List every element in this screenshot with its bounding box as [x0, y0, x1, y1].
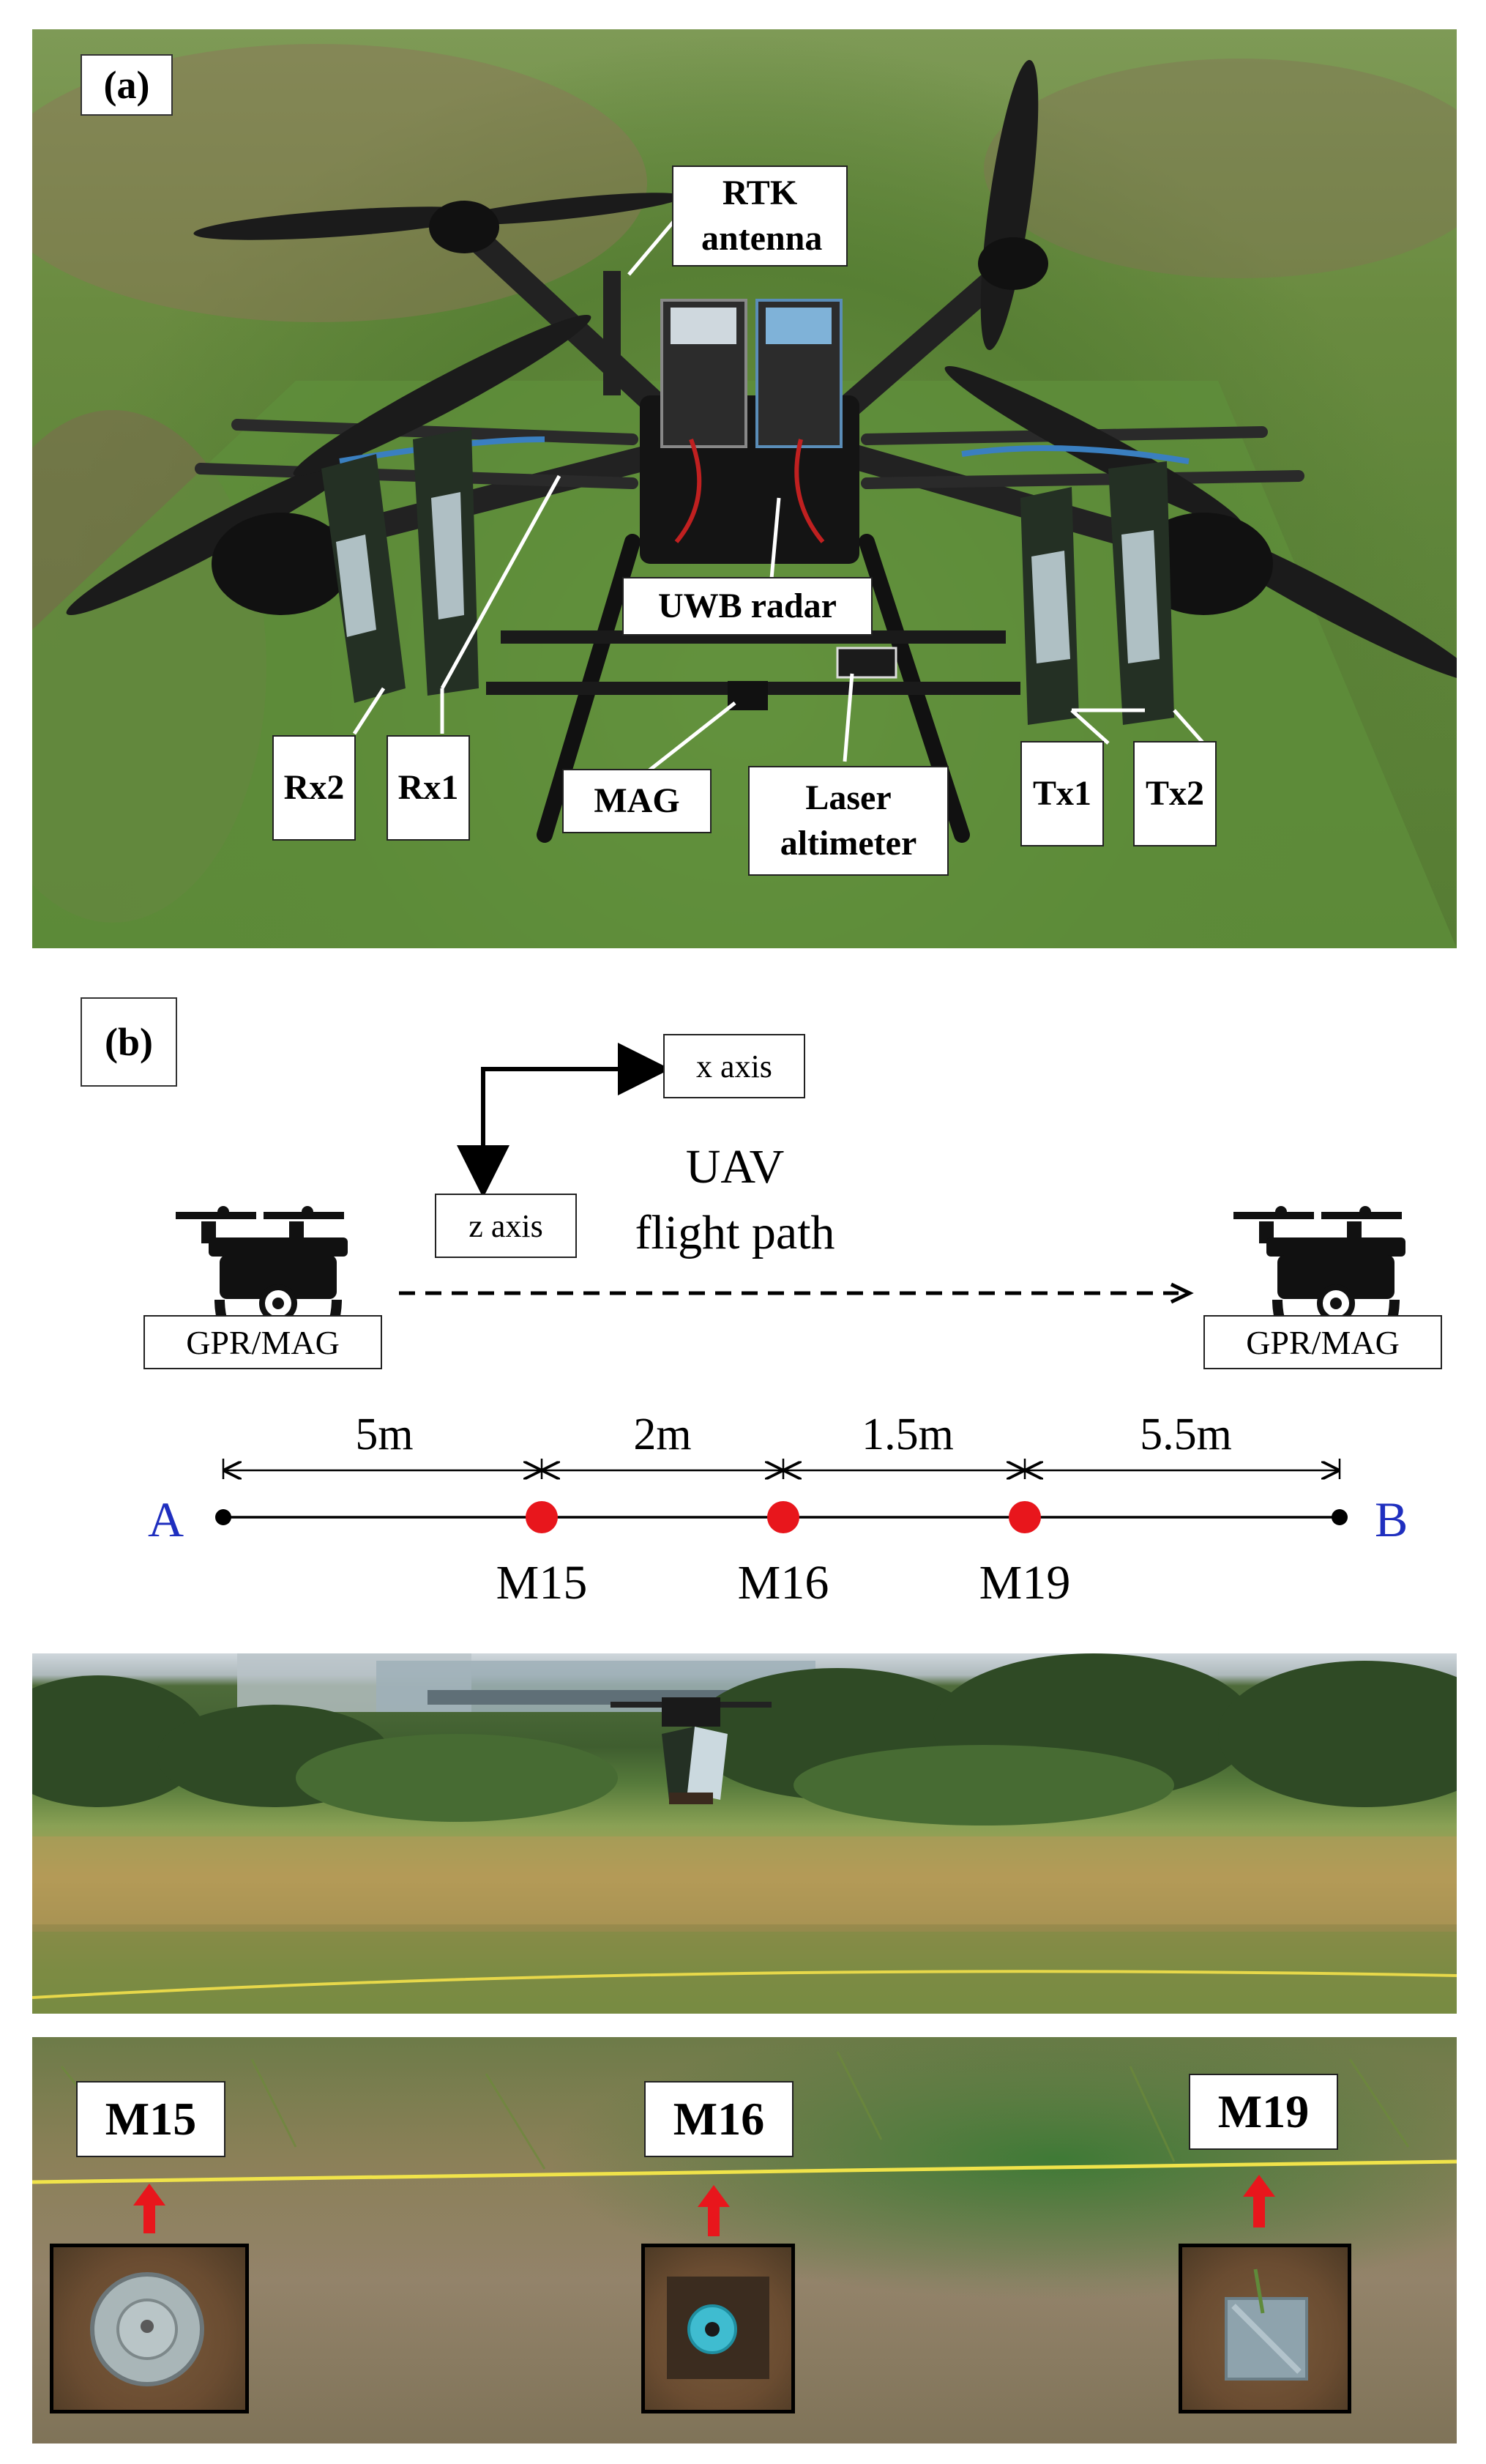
panel-tag-b: (b) [81, 997, 177, 1087]
label-rx2: Rx2 [272, 735, 356, 841]
inset-m19-landmine [1225, 2268, 1308, 2381]
ground-photo: M15 M16 M19 [32, 2037, 1457, 2443]
motors [212, 201, 1273, 615]
red-wires [674, 438, 825, 543]
marker-dot-m19 [1009, 1501, 1041, 1533]
endpoint-a-label: A [148, 1492, 184, 1547]
panel-tag-a: (a) [81, 54, 173, 116]
radar-label-right [766, 308, 832, 344]
flight-path-arrowhead [1170, 1282, 1194, 1304]
label-rtk-antenna-text: RTK antenna [701, 174, 823, 258]
distance-label-2: 2m [633, 1410, 692, 1459]
label-uwb-radar: UWB radar [622, 577, 873, 636]
label-tx2: Tx2 [1133, 741, 1217, 846]
field-photo [32, 1653, 1457, 2014]
label-mag: MAG [562, 769, 712, 833]
laser-altimeter-unit [836, 647, 897, 679]
dimension-lines [222, 1459, 1341, 1479]
marker-label-m19: M19 [979, 1556, 1071, 1609]
radar-label-left [671, 308, 736, 344]
z-axis-label: z axis [435, 1194, 577, 1258]
marker-label-m15: M15 [496, 1556, 588, 1609]
inset-m19 [1179, 2244, 1351, 2413]
ground-label-m15: M15 [76, 2081, 225, 2157]
label-rx1: Rx1 [387, 735, 470, 841]
label-laser-altimeter: Laser altimeter [748, 766, 949, 876]
inset-m16 [641, 2244, 795, 2413]
coordinate-axes [457, 1043, 671, 1198]
ground-label-m19: M19 [1189, 2074, 1338, 2150]
flight-path-title-line2: flight path [635, 1206, 835, 1259]
distance-label-3: 1.5m [862, 1410, 954, 1459]
marker-dot-m15 [526, 1501, 558, 1533]
inset-m15-landmine [90, 2272, 204, 2386]
schematic-graphics [176, 1043, 1405, 1533]
rtk-antenna-mast [603, 271, 621, 395]
endpoint-a-dot [215, 1509, 231, 1525]
drone-right-label: GPR/MAG [1203, 1315, 1442, 1369]
drone-left-label: GPR/MAG [143, 1315, 382, 1369]
survey-tape [32, 2159, 1457, 2184]
antenna-patterns [336, 492, 1160, 663]
uav-photo: (a) RTK antenna UWB radar Rx2 Rx1 MAG La… [32, 29, 1457, 948]
inset-m16-landmine [667, 2277, 769, 2379]
endpoint-b-dot [1332, 1509, 1348, 1525]
propellers [66, 59, 1457, 682]
marker-label-m16: M16 [737, 1556, 829, 1609]
label-laser-altimeter-text: Laser altimeter [780, 778, 917, 863]
label-tx1: Tx1 [1020, 741, 1104, 846]
x-axis-label: x axis [663, 1034, 805, 1098]
distance-label-4: 5.5m [1140, 1410, 1232, 1459]
field-scene [32, 1653, 1457, 2014]
endpoint-b-label: B [1375, 1492, 1408, 1547]
distance-label-1: 5m [355, 1410, 414, 1459]
uav-in-flight [611, 1697, 772, 1804]
inset-m15 [50, 2244, 249, 2413]
dirt-patch [984, 59, 1457, 278]
ground-label-m16: M16 [644, 2081, 794, 2157]
label-rtk-antenna: RTK antenna [672, 165, 848, 267]
flight-path-title-line1: UAV [685, 1140, 785, 1194]
marker-arrows [133, 2175, 1275, 2236]
marker-dot-m16 [767, 1501, 799, 1533]
ground-scene [32, 2051, 1457, 2236]
